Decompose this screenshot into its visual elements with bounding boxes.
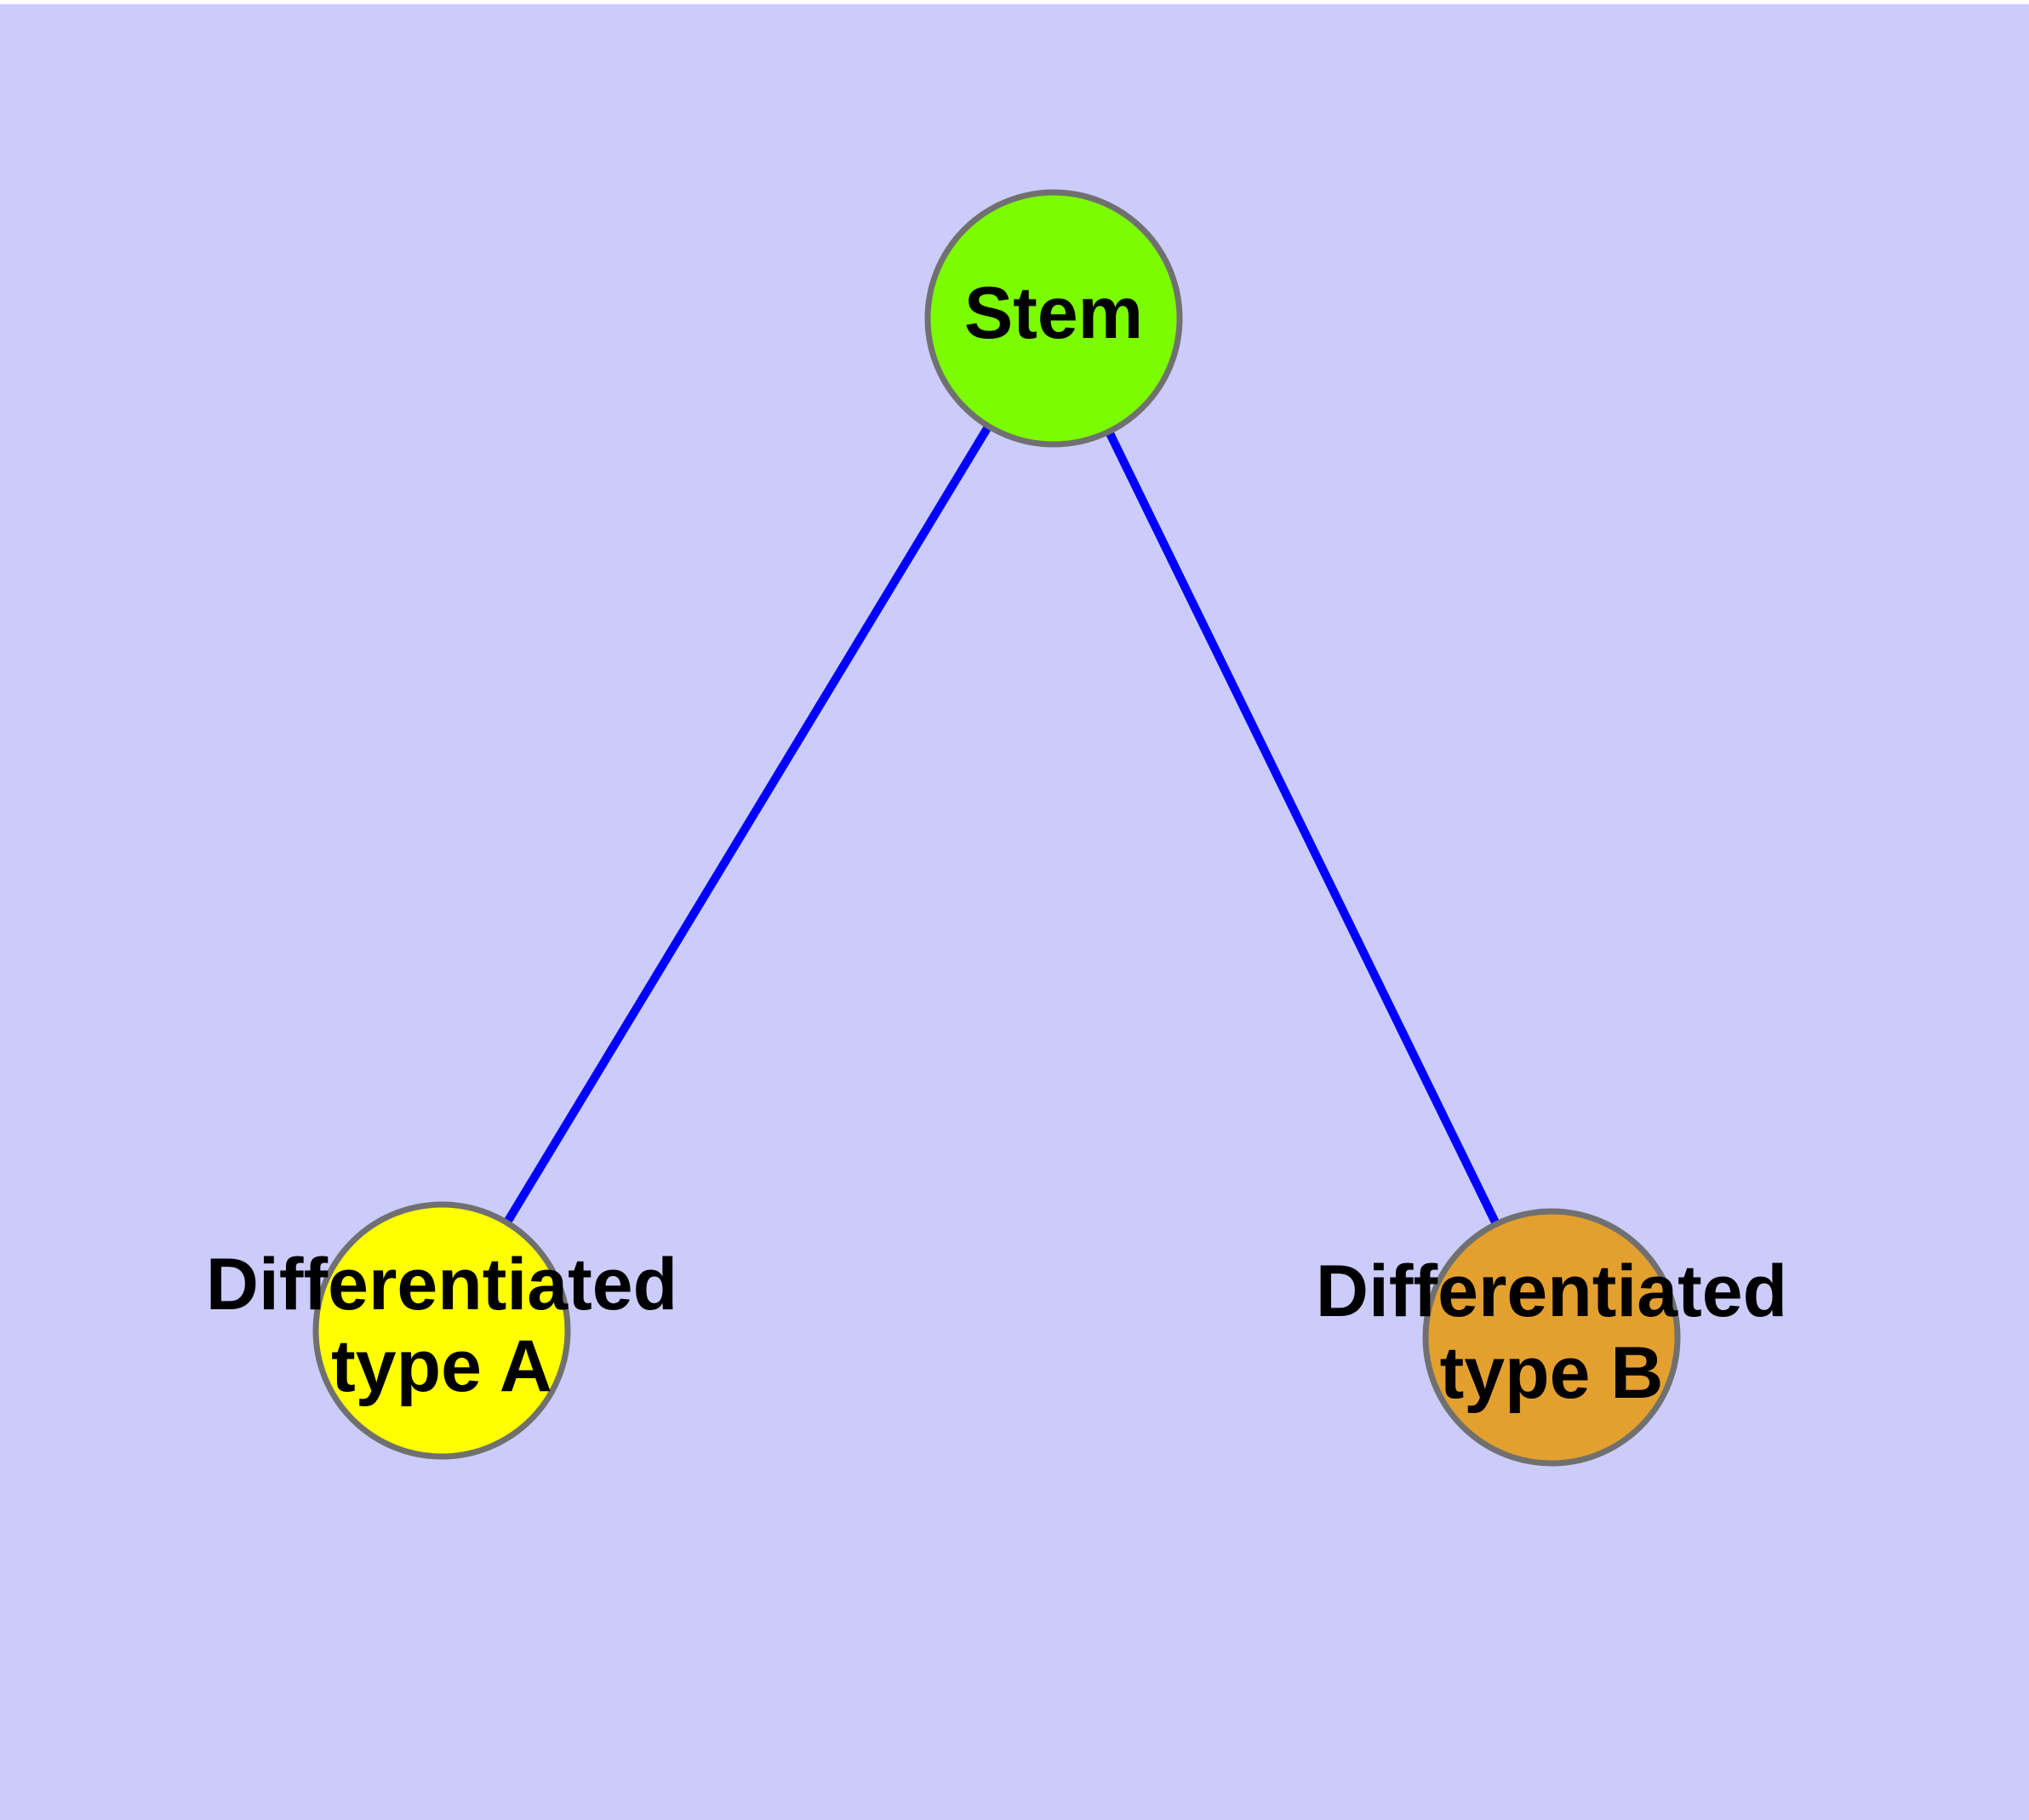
node-stem[interactable] bbox=[924, 189, 1183, 448]
edge-stem-to-a bbox=[503, 424, 992, 1225]
node-label-line: Differentiated bbox=[1316, 1251, 1787, 1332]
node-label-line: Differentiated bbox=[206, 1244, 677, 1325]
node-diff_a[interactable] bbox=[312, 1201, 571, 1460]
node-label-stem: Stem bbox=[964, 272, 1143, 354]
edges-layer bbox=[503, 424, 1500, 1226]
node-label-line: Stem bbox=[964, 272, 1143, 354]
node-diff_b[interactable] bbox=[1422, 1208, 1681, 1467]
node-label-line: type B bbox=[1440, 1332, 1664, 1414]
node-label-line: type A bbox=[331, 1325, 552, 1407]
edge-stem-to-b bbox=[1105, 430, 1500, 1226]
nodes-layer bbox=[312, 189, 1681, 1467]
